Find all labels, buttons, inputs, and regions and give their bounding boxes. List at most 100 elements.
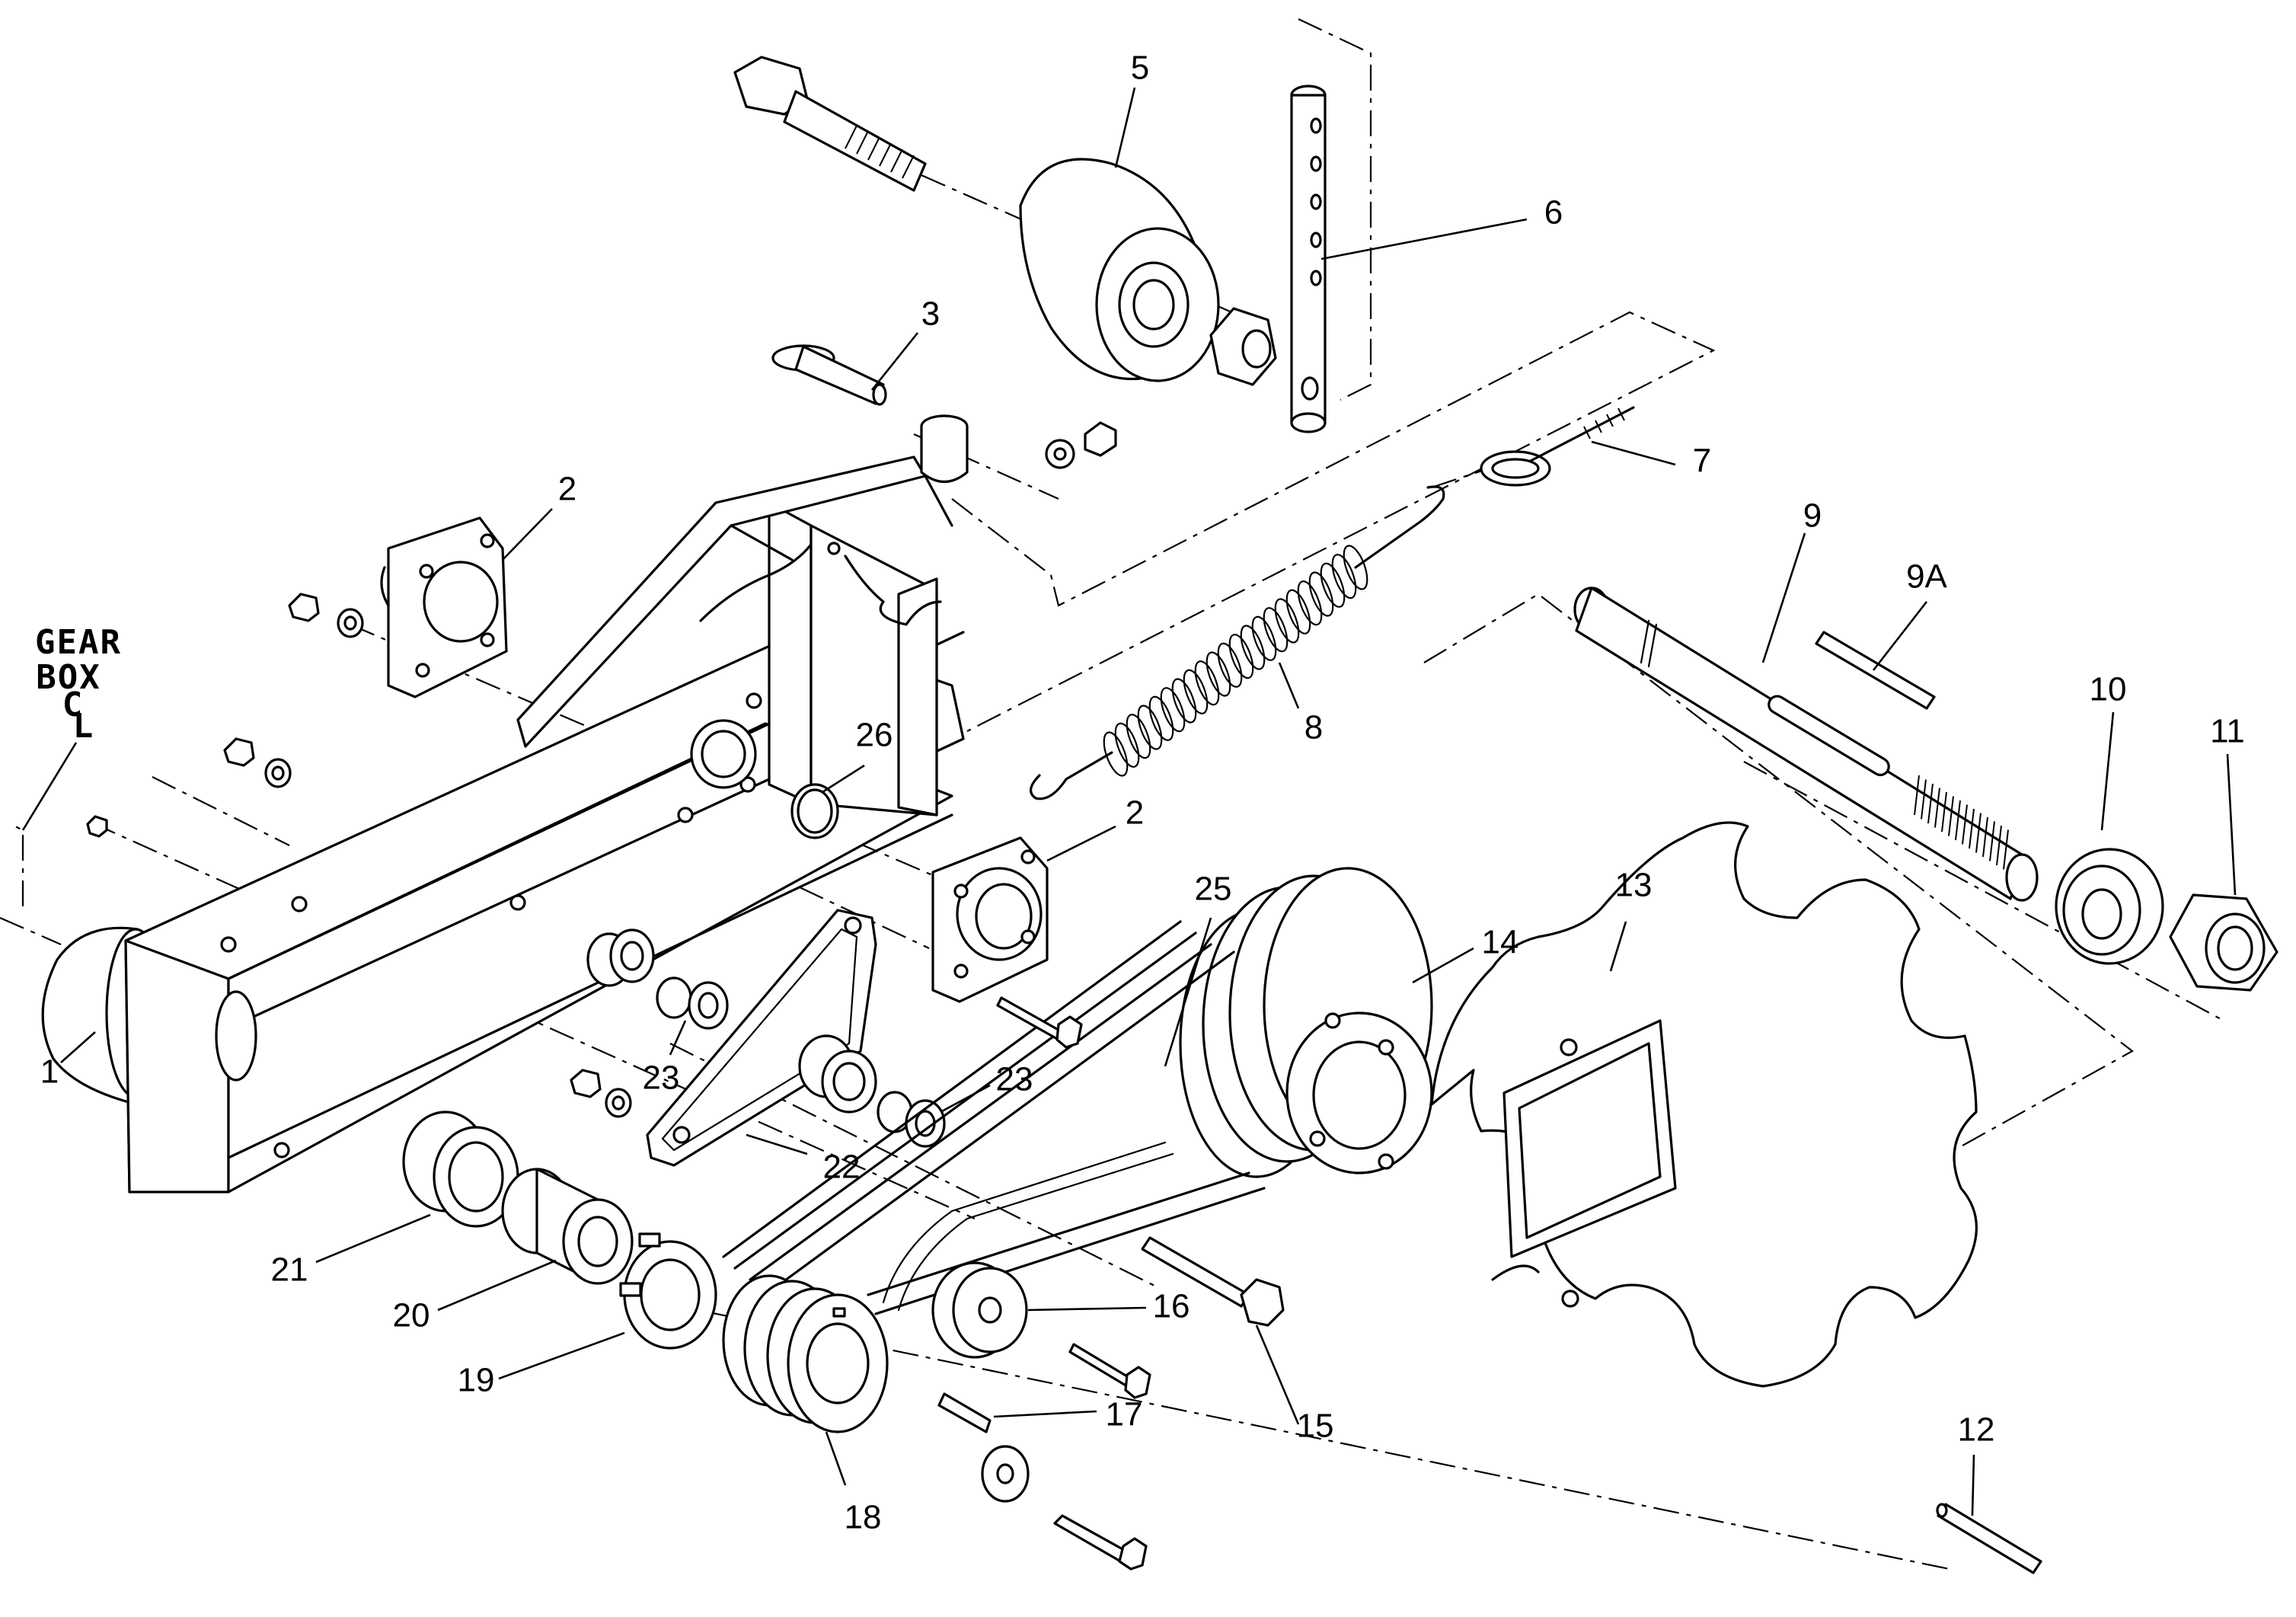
- spindle-thread-line: [1921, 779, 1927, 820]
- tension-spring: [1030, 485, 1445, 801]
- callout-23-upper: 23: [643, 1059, 680, 1097]
- callout-6: 6: [1544, 194, 1563, 232]
- spacer-upper: [586, 928, 655, 987]
- spring-coil: [1171, 678, 1197, 724]
- idler-pulley: [931, 1261, 1028, 1359]
- callout-14: 14: [1482, 924, 1519, 961]
- spring-coil: [1194, 660, 1220, 706]
- wheel: [1019, 158, 1220, 382]
- spring-coil: [1183, 669, 1209, 714]
- callout-18: 18: [845, 1499, 882, 1536]
- spring-coil: [1126, 714, 1151, 759]
- tine-disc: [1430, 821, 1978, 1388]
- callout-5: 5: [1131, 50, 1149, 87]
- callout-23-lower: 23: [996, 1061, 1033, 1098]
- spring-coil: [1343, 545, 1368, 590]
- large-sheave: [1179, 867, 1433, 1178]
- spring-coil: [1228, 634, 1254, 679]
- spring-coil: [1320, 562, 1346, 608]
- callout-7: 7: [1693, 443, 1711, 480]
- nuts-washers-left: [86, 593, 632, 1118]
- spring-coil: [1331, 554, 1357, 599]
- spindle-thread-line: [1975, 813, 1981, 853]
- gearbox-label-line3-sub: L: [73, 707, 95, 746]
- spacer-mid: [798, 1034, 877, 1114]
- eye-bolt: [1480, 406, 1635, 487]
- idler-arm: [646, 909, 877, 1167]
- callout-10: 10: [2090, 671, 2127, 708]
- bolt-idler-arm: [996, 996, 1083, 1049]
- spindle-shaft: [1573, 586, 2039, 902]
- spindle-thread-line: [1927, 783, 1934, 824]
- small-washer-nut: [1045, 421, 1117, 469]
- spring-coil: [1285, 589, 1311, 634]
- spindle-washer: [2055, 848, 2164, 965]
- gearbox-label-line2: BOX: [36, 658, 101, 697]
- spring-coil: [1160, 687, 1186, 733]
- callout-26: 26: [856, 717, 893, 754]
- spring-coil: [1240, 625, 1266, 670]
- flange-bearing-upper: [380, 516, 508, 698]
- spring-coil: [1263, 607, 1289, 653]
- bolt-lower-right: [1141, 1236, 1285, 1327]
- callout-2-upper: 2: [558, 471, 576, 508]
- callout-20: 20: [393, 1297, 430, 1334]
- spacer-20: [501, 1168, 634, 1285]
- spacer-21: [402, 1110, 519, 1228]
- spring-coil: [1251, 615, 1277, 661]
- callout-1: 1: [40, 1053, 59, 1091]
- wheel-nut: [1209, 307, 1277, 386]
- key-9a: [1815, 631, 1936, 710]
- spindle-thread-line: [1948, 796, 1954, 836]
- spindle-thread-line: [1962, 804, 1968, 845]
- spindle-thread-line: [1914, 775, 1920, 816]
- callout-11: 11: [2210, 713, 2245, 750]
- callout-2-lower: 2: [1126, 794, 1144, 832]
- spindle-nut: [2169, 893, 2278, 992]
- height-post: [1290, 85, 1327, 433]
- callout-21: 21: [271, 1251, 308, 1289]
- callout-8: 8: [1304, 709, 1323, 746]
- small-sheave: [722, 1274, 889, 1433]
- spring-coil: [1217, 642, 1243, 688]
- leader-lines: [60, 87, 2237, 1516]
- gearbox-centerline-label: GEAR BOX C L: [21, 623, 122, 831]
- snap-ring-26: [790, 783, 839, 839]
- spring-coil: [1103, 731, 1129, 777]
- spindle-thread-line: [1934, 788, 1940, 828]
- spindle-thread-line: [1989, 821, 1995, 861]
- washer-lower: [981, 1445, 1030, 1503]
- callout-numbers: 1 2 2 3 5 6 7 8 9 9A 10 11 12 13 14 15 1…: [40, 50, 2245, 1536]
- clevis-pin: [771, 344, 887, 406]
- bushing-23-upper: [656, 976, 729, 1030]
- callout-3: 3: [921, 296, 940, 333]
- callout-9: 9: [1803, 497, 1822, 535]
- callout-16: 16: [1153, 1288, 1190, 1325]
- bolt-idler: [1068, 1343, 1151, 1399]
- callout-13: 13: [1615, 867, 1653, 904]
- lock-collar-19: [619, 1232, 717, 1350]
- callout-22: 22: [823, 1149, 861, 1186]
- spindle-thread-line: [1982, 816, 1988, 858]
- callout-19: 19: [458, 1362, 495, 1399]
- callout-12: 12: [1958, 1411, 1995, 1449]
- flange-bearing-lower: [931, 836, 1049, 1003]
- gearbox-label-line1: GEAR: [35, 623, 122, 662]
- callout-17: 17: [1106, 1396, 1143, 1433]
- roll-pin: [1936, 1503, 2042, 1574]
- spring-coil: [1114, 722, 1140, 768]
- spindle-thread-line: [1955, 800, 1961, 841]
- key-17: [937, 1392, 992, 1433]
- bolt-lower-left: [1053, 1514, 1148, 1571]
- wheel-bolt: [733, 56, 927, 192]
- callout-15: 15: [1297, 1408, 1334, 1445]
- spring-coil: [1205, 651, 1231, 697]
- spring-coil: [1308, 571, 1334, 617]
- callout-9a: 9A: [1906, 558, 1947, 596]
- spring-coil: [1137, 705, 1163, 750]
- callout-25: 25: [1195, 871, 1232, 908]
- spindle-thread-line: [1996, 825, 2002, 866]
- spring-coil: [1297, 580, 1323, 626]
- spring-coil: [1148, 695, 1174, 741]
